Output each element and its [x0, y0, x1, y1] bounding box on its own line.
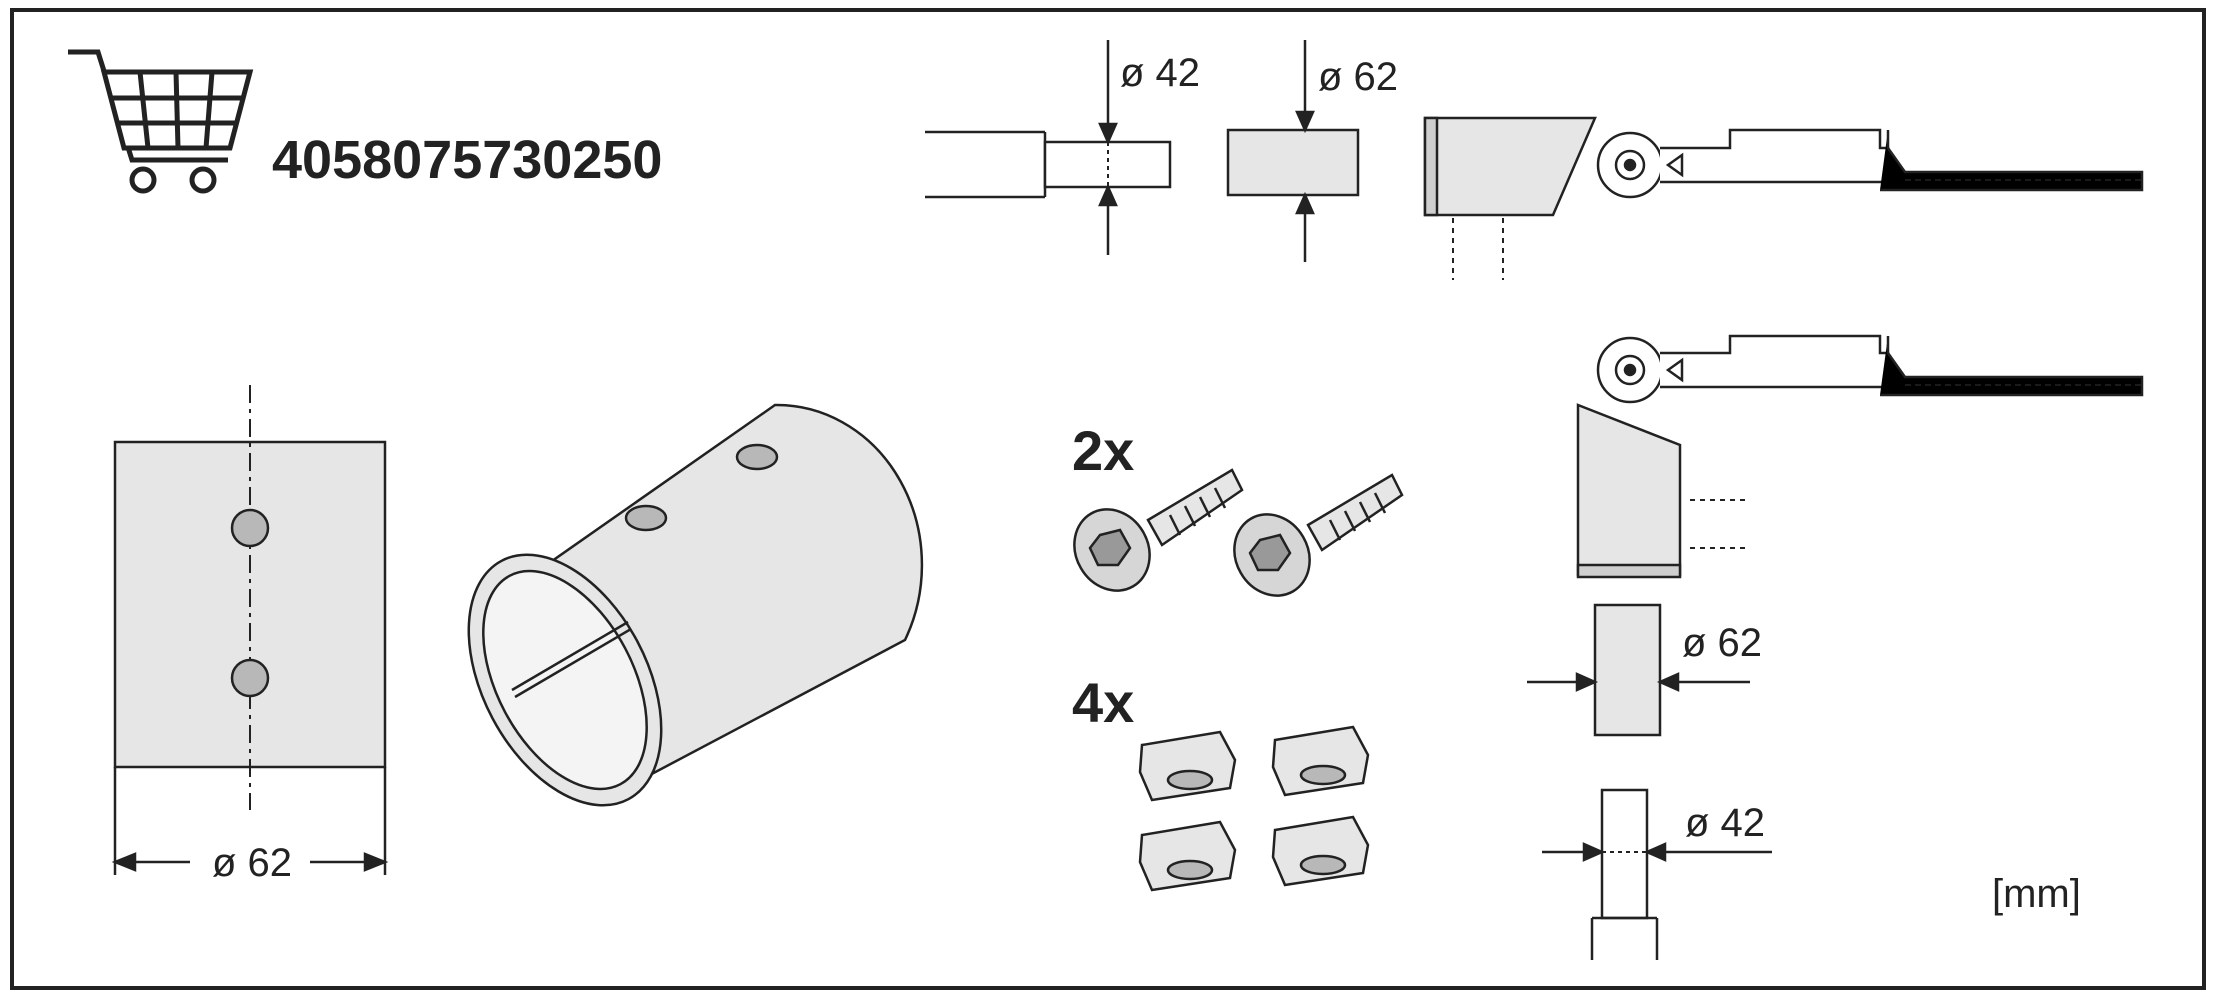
adapter-front-view [111, 385, 389, 875]
dim-side-block: ø 62 [1682, 621, 1762, 665]
tube-top-sketch [925, 40, 1172, 255]
screw-quantity: 2x [1072, 419, 1134, 482]
hex-nut-icon [1138, 730, 1237, 802]
block-top-sketch [1226, 40, 1360, 262]
shopping-cart-icon [68, 49, 254, 194]
block-side-sketch [1527, 603, 1750, 737]
hex-nut-icon [1138, 820, 1237, 892]
dim-top-tube: ø 42 [1120, 51, 1200, 95]
hex-nut-icon [1271, 815, 1370, 887]
dim-front-width: ø 62 [212, 841, 292, 885]
luminaire-horizontal-sketch [1423, 116, 2144, 280]
socket-screw-icon [1073, 468, 1244, 592]
luminaire-vertical-sketch [1576, 334, 2144, 579]
adapter-sleeve-3d [467, 403, 924, 807]
nut-quantity: 4x [1072, 671, 1134, 734]
article-number: 4058075730250 [272, 130, 662, 190]
dim-side-tube: ø 42 [1685, 801, 1765, 845]
tube-side-sketch [1542, 788, 1772, 960]
unit-label: [mm] [1992, 872, 2081, 916]
socket-screw-icon [1233, 473, 1404, 597]
dim-top-block: ø 62 [1318, 55, 1398, 99]
hex-nut-icon [1271, 725, 1370, 797]
